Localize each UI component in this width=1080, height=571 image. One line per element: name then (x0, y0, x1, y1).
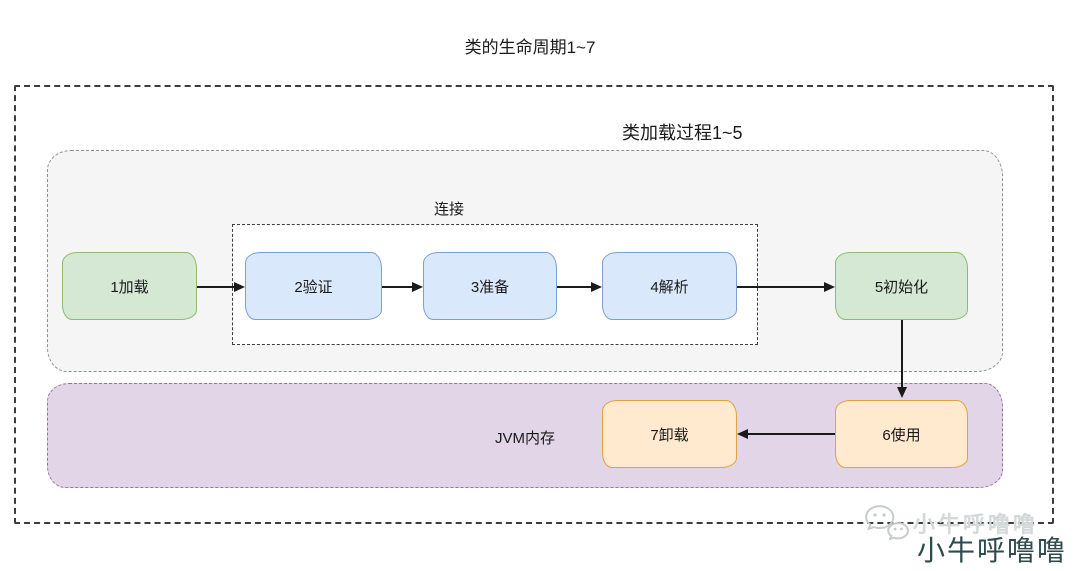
lifecycle-boundary (14, 85, 1054, 524)
node-resolve-label: 4解析 (650, 278, 689, 296)
arrowhead-down-icon (897, 387, 907, 398)
node-use: 6使用 (835, 400, 968, 468)
arrowhead-right-icon (234, 282, 245, 292)
arrowhead-left-icon (737, 429, 748, 439)
node-initialize: 5初始化 (835, 252, 968, 320)
wechat-icon (865, 505, 909, 541)
arrow-load-to-verify (197, 282, 245, 292)
node-prepare: 3准备 (423, 252, 557, 320)
watermark-text-teal: 小牛呼噜噜 (917, 534, 1068, 567)
arrow-shaft (901, 320, 903, 389)
node-use-label: 6使用 (882, 426, 921, 444)
arrowhead-right-icon (591, 282, 602, 292)
arrowhead-right-icon (412, 282, 423, 292)
node-load: 1加载 (62, 252, 197, 320)
arrow-shaft (737, 286, 826, 288)
arrow-shaft (382, 286, 414, 288)
arrowhead-right-icon (824, 282, 835, 292)
arrow-resolve-to-initialize (737, 282, 835, 292)
node-load-label: 1加载 (110, 278, 149, 296)
arrow-prepare-to-resolve (557, 282, 602, 292)
jvm-memory-label: JVM内存 (495, 430, 556, 447)
watermark-text-light: 小牛呼噜噜 (913, 512, 1039, 537)
arrow-use-to-unload (737, 429, 835, 439)
arrow-verify-to-prepare (382, 282, 423, 292)
class-loading-process-label: 类加载过程1~5 (622, 123, 743, 143)
linking-label: 连接 (434, 201, 465, 218)
page-title: 类的生命周期1~7 (464, 38, 596, 57)
node-unload-label: 7卸载 (650, 426, 689, 444)
node-unload: 7卸载 (602, 400, 737, 468)
node-verify-label: 2验证 (294, 278, 333, 296)
node-resolve: 4解析 (602, 252, 737, 320)
arrow-shaft (746, 433, 835, 435)
node-prepare-label: 3准备 (470, 278, 510, 296)
arrow-initialize-to-use (897, 320, 907, 398)
node-initialize-label: 5初始化 (874, 278, 929, 296)
arrow-shaft (197, 286, 236, 288)
node-verify: 2验证 (245, 252, 382, 320)
arrow-shaft (557, 286, 593, 288)
